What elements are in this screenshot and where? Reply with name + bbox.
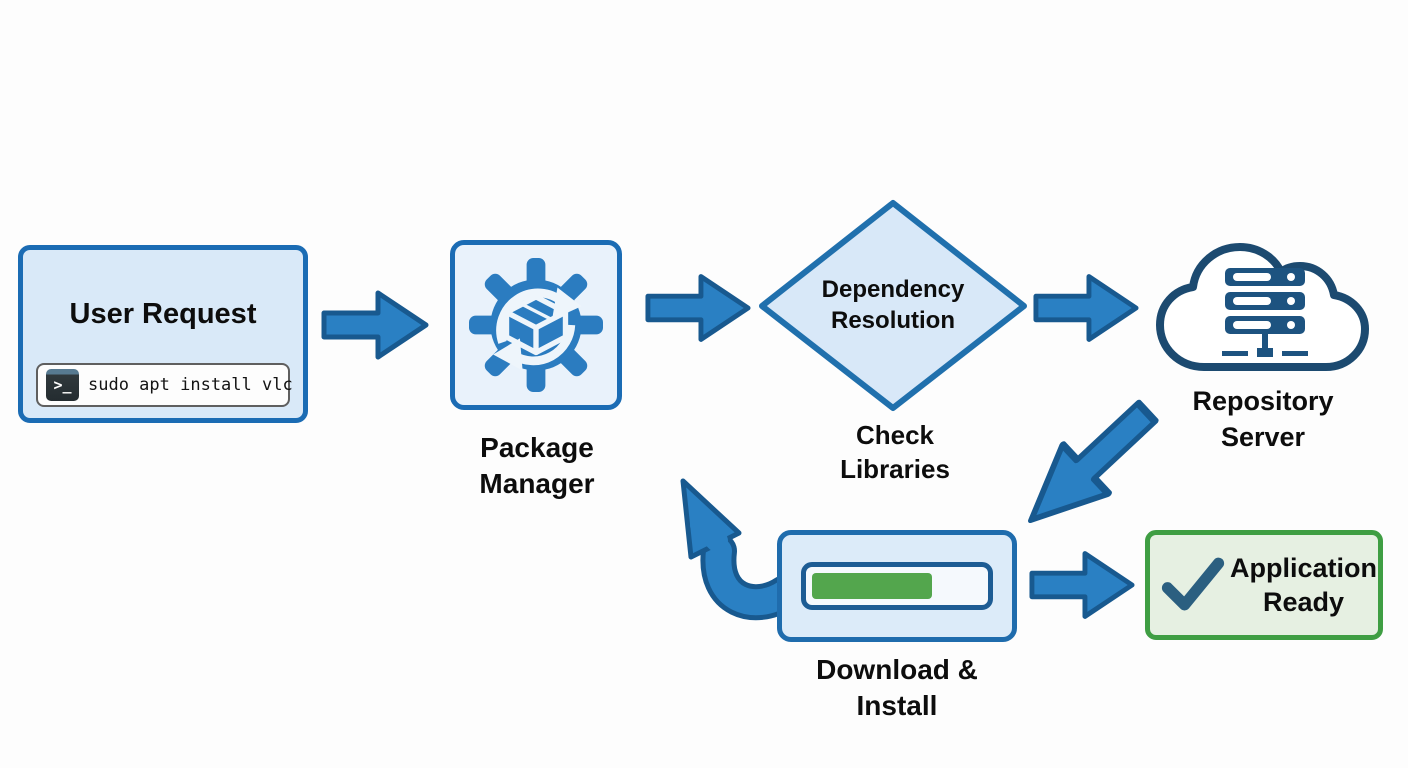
dependency-resolution-label: Dependency Resolution: [821, 276, 965, 334]
cloud-server-icon: [1156, 243, 1369, 371]
arrow-download-to-ready: [1029, 551, 1135, 619]
checkmark-icon: [1161, 557, 1225, 611]
application-ready-label: Application Ready: [1230, 553, 1377, 617]
arrow-repository-to-download: [1000, 379, 1179, 553]
package-box-icon: [503, 294, 569, 356]
terminal-icon: >_: [46, 369, 79, 401]
repository-server-label: Repository Server: [1192, 386, 1334, 452]
diamond-shape: [759, 200, 1027, 411]
download-install-box: [777, 530, 1017, 642]
arrow-package-manager-to-dependency: [645, 274, 751, 342]
application-ready-box: Application Ready: [1145, 530, 1383, 640]
arrow-user-to-package-manager: [321, 290, 429, 360]
sync-arrows-icon: [493, 287, 582, 371]
check-libraries-caption: Check Libraries: [840, 420, 950, 484]
progress-bar-icon: [801, 562, 993, 610]
arrow-download-back-to-package-manager: [680, 478, 803, 621]
user-request-box: User Request >_ sudo apt install vlc: [18, 245, 308, 423]
download-install-label: Download & Install: [816, 654, 978, 721]
terminal-command-bar: >_ sudo apt install vlc: [36, 363, 293, 407]
arrow-dependency-to-repository: [1033, 274, 1139, 342]
server-rack-icon: [1222, 268, 1308, 357]
package-gear-icon: [469, 258, 603, 392]
dependency-resolution-diamond: Dependency Resolution: [757, 198, 1029, 413]
user-request-title: User Request: [69, 298, 257, 330]
terminal-prompt-glyph: >_: [53, 376, 72, 394]
terminal-command-text: sudo apt install vlc: [88, 375, 293, 395]
package-manager-label: Package Manager: [479, 432, 595, 499]
progress-fill: [812, 573, 933, 599]
package-manager-box: [450, 240, 622, 410]
